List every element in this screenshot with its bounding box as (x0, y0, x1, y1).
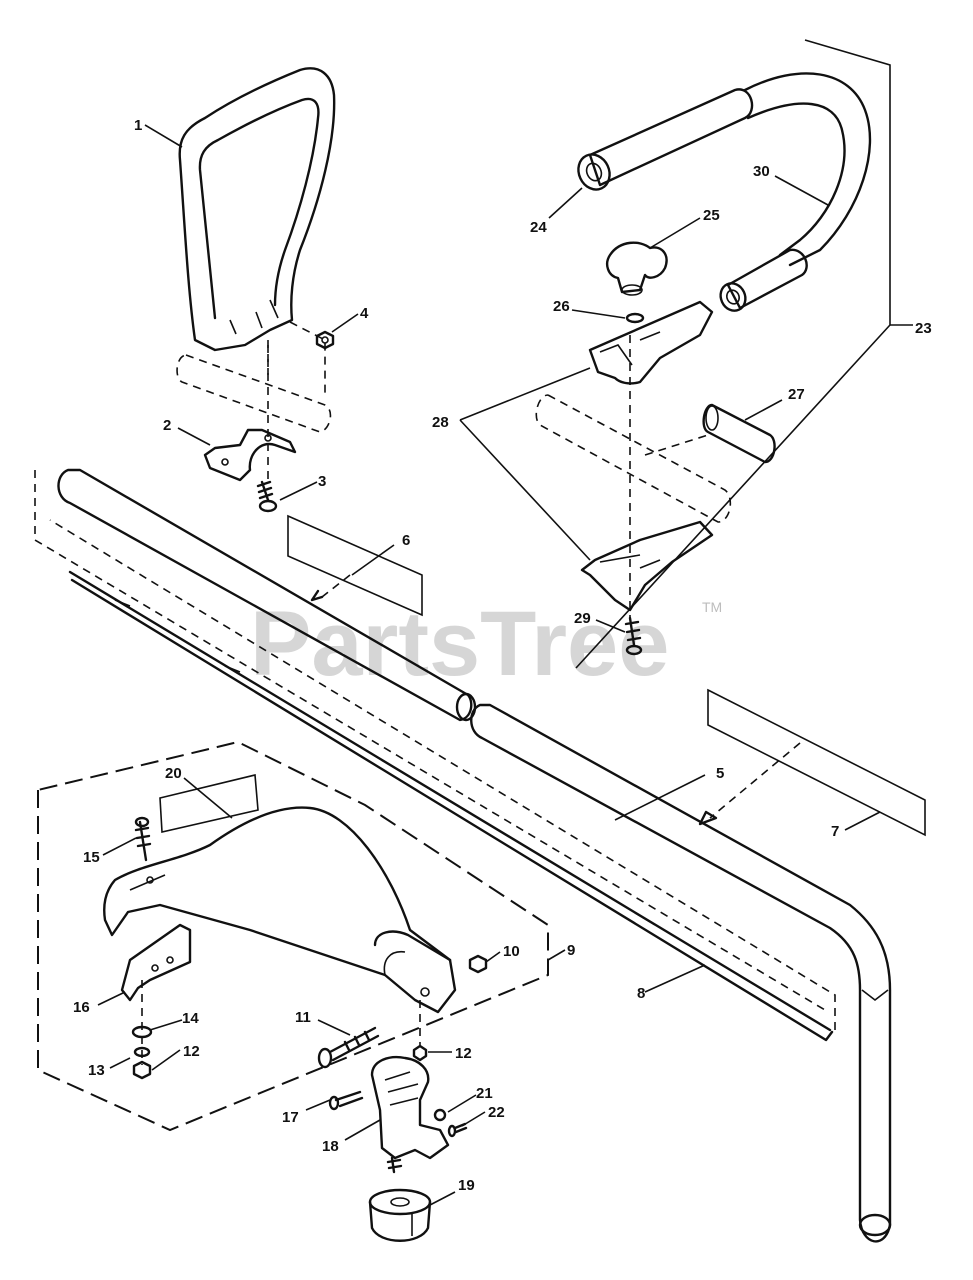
callout-2: 2 (163, 417, 171, 434)
part-29-screw (624, 616, 643, 656)
part-26-washer (625, 312, 645, 324)
part-8-drive-shaft (34, 470, 836, 1042)
callout-12-lower: 12 (183, 1043, 200, 1060)
part-30-loop-handle (719, 72, 872, 312)
callout-17: 17 (282, 1109, 299, 1126)
callout-4: 4 (360, 305, 369, 322)
callout-12-upper: 12 (455, 1045, 472, 1062)
callout-23: 23 (915, 320, 932, 337)
part-27-spacer (702, 403, 776, 464)
part-14-washer (131, 1025, 153, 1039)
callout-13: 13 (88, 1062, 105, 1079)
watermark-trademark: TM (702, 599, 722, 615)
part-2-clamp (203, 428, 297, 482)
part-25-knob (606, 241, 668, 296)
callout-5: 5 (716, 765, 724, 782)
part-28-clamp-lower (580, 520, 714, 612)
part-3-screw (256, 345, 278, 513)
callout-27: 27 (788, 386, 805, 403)
callout-8: 8 (637, 985, 645, 1002)
callout-22: 22 (488, 1104, 505, 1121)
callout-18: 18 (322, 1138, 339, 1155)
part-5-shaft-tube (57, 468, 892, 1243)
callout-24: 24 (530, 219, 547, 236)
callout-1: 1 (134, 117, 142, 134)
part-21-washer (433, 1108, 447, 1122)
part-28-clamp-upper (588, 300, 714, 385)
callout-25: 25 (703, 207, 720, 224)
callout-labels: 1 2 3 4 5 6 7 8 9 10 11 12 12 13 14 15 1… (73, 117, 932, 1194)
part-16-bracket (120, 923, 192, 1065)
callout-9: 9 (567, 942, 575, 959)
callout-20: 20 (165, 765, 182, 782)
guard-body (103, 806, 457, 1014)
part-24-grip (577, 88, 754, 191)
part-13-lock-washer (133, 1046, 151, 1058)
callout-28: 28 (432, 414, 449, 431)
part-12-upper-nut (412, 1000, 428, 1062)
part-23-assembly-bracket (575, 39, 891, 669)
callout-14: 14 (182, 1010, 199, 1027)
part-10-nut (468, 954, 488, 974)
callout-29: 29 (574, 610, 591, 627)
part-19-spool-cup (368, 1188, 432, 1242)
callout-15: 15 (83, 849, 100, 866)
callout-6: 6 (402, 532, 410, 549)
callout-21: 21 (476, 1085, 493, 1102)
part-17-screw (328, 1090, 364, 1111)
callout-16: 16 (73, 999, 90, 1016)
part-18-gearhead-housing (370, 1056, 450, 1174)
callout-11: 11 (295, 1009, 311, 1026)
callout-30: 30 (753, 163, 770, 180)
part-12-nut (132, 1060, 152, 1080)
callout-26: 26 (553, 298, 570, 315)
leader-lines (97, 124, 913, 1206)
callout-3: 3 (318, 473, 326, 490)
part-6-decal (287, 514, 423, 617)
part-1-d-handle (178, 67, 336, 352)
part-20-decal (159, 774, 259, 833)
part-11-bolt (317, 1026, 380, 1069)
callout-7: 7 (831, 823, 839, 840)
part-9-guard-assembly-outline (37, 740, 549, 1132)
part-4-nut (315, 330, 335, 350)
callout-10: 10 (503, 943, 520, 960)
loop-clamp-tube-section (535, 335, 732, 620)
part-7-decal (698, 688, 926, 837)
callout-19: 19 (458, 1177, 475, 1194)
part-15-screw (134, 816, 152, 862)
